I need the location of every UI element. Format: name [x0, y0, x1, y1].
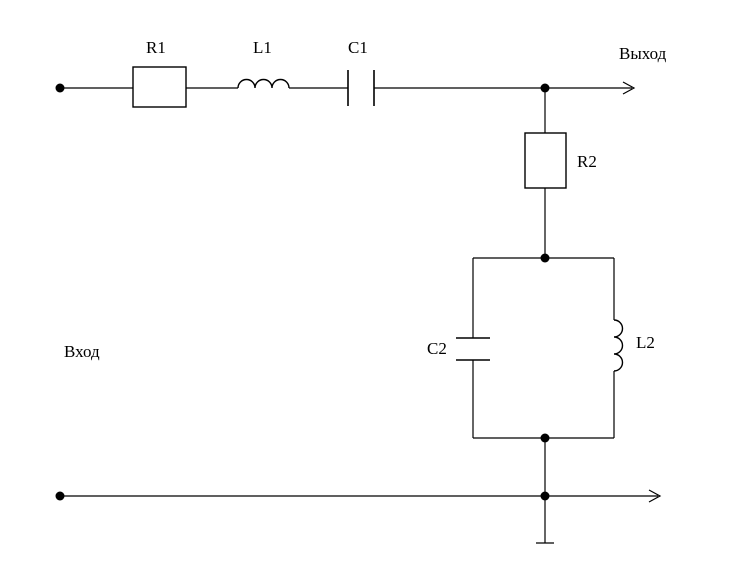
resistor-r2	[524, 132, 567, 189]
inductor-l2	[613, 319, 624, 372]
bottom-line	[55, 438, 662, 544]
top-line	[55, 66, 636, 108]
label-r2: R2	[577, 152, 597, 171]
resistor-r1	[132, 66, 187, 108]
shunt-branch	[524, 88, 567, 263]
inductor-l1	[237, 78, 290, 89]
labels: R1 L1 C1 Выход R2 C2 L2 Вход	[64, 38, 667, 361]
output-arrow-top	[622, 81, 636, 95]
label-l1: L1	[253, 38, 272, 57]
label-input: Вход	[64, 342, 100, 361]
junction-bottom	[540, 491, 550, 501]
label-l2: L2	[636, 333, 655, 352]
label-r1: R1	[146, 38, 166, 57]
label-c1: C1	[348, 38, 368, 57]
lc-tank	[456, 257, 624, 443]
output-arrow-bottom	[648, 489, 662, 503]
label-output: Выход	[619, 44, 667, 63]
label-c2: C2	[427, 339, 447, 358]
